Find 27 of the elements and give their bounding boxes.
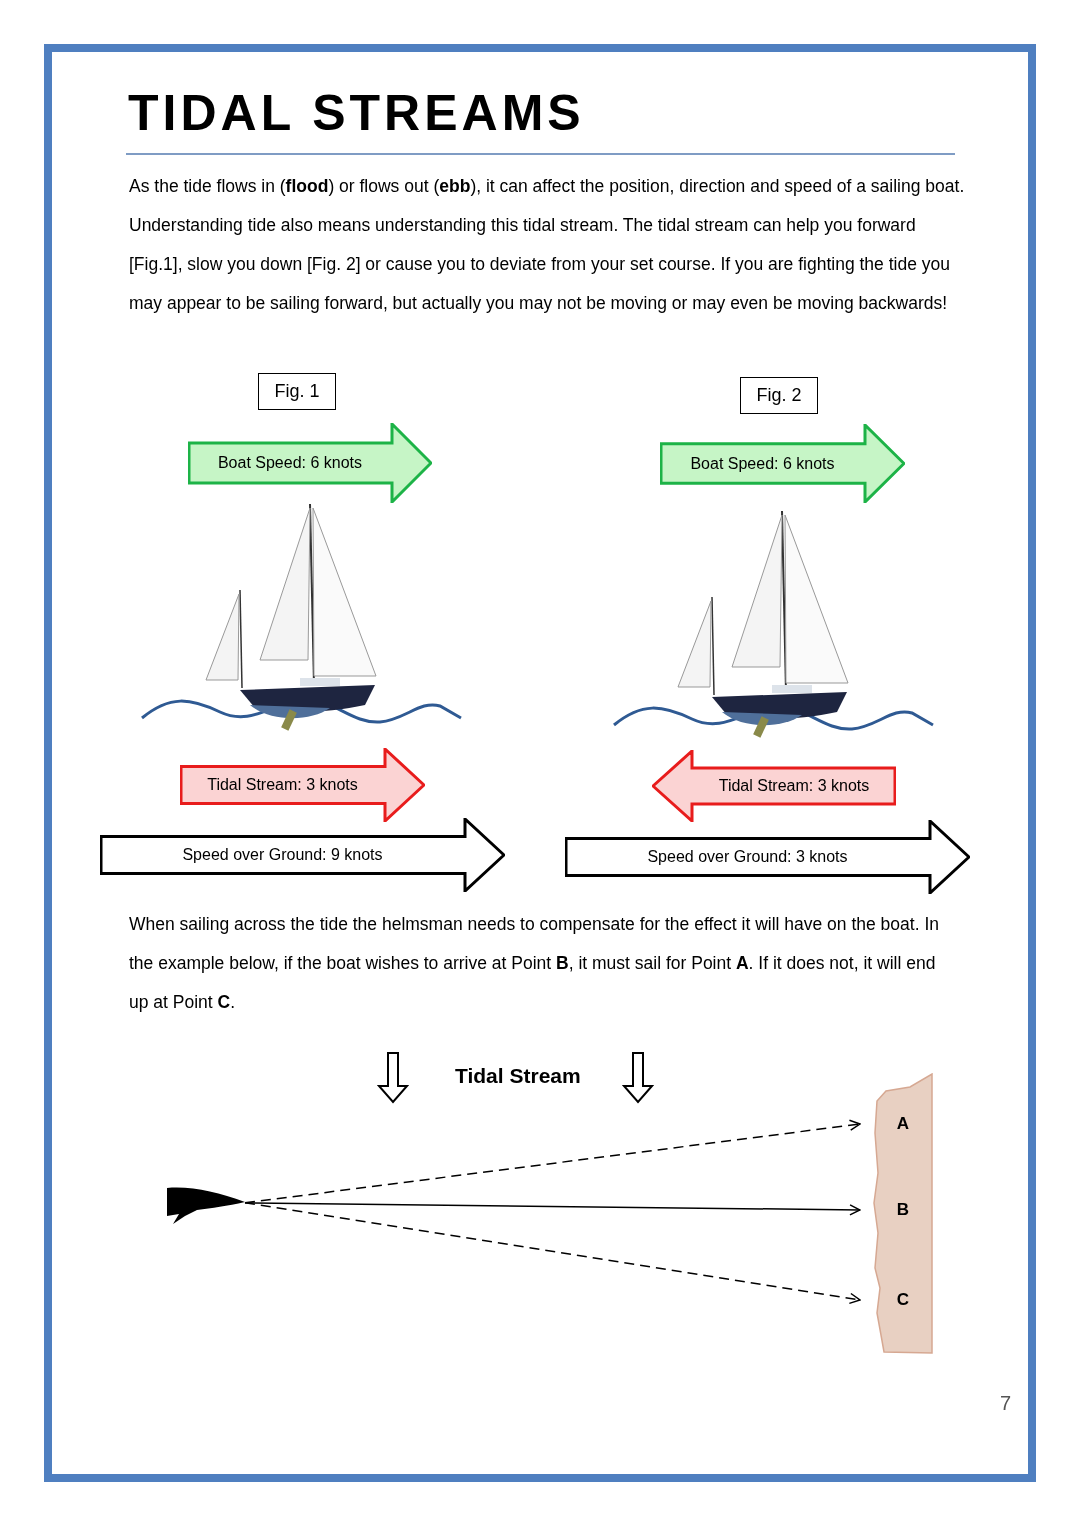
page-number: 7 (1000, 1391, 1012, 1416)
arrow-label: Boat Speed: 6 knots (690, 453, 836, 474)
ground-speed-arrow (565, 820, 970, 894)
intro-paragraph: As the tide flows in (flood) or flows out (ebb), it can affect the position, direction and speed of a sailing boat. Understanding tide also means understanding this tidal stream. The tidal stream can help you forward [Fig.1], slow you down [Fig. 2] or cause you to deviate from your set course. If you are fighting the tide you may appear to be sailing forward, but actually you may not be moving or may even be moving backwards! (129, 175, 966, 315)
shoreline-drawing (872, 1073, 934, 1354)
arrow-label: Tidal Stream: 3 knots (207, 775, 359, 795)
explanation-paragraph: When sailing across the tide the helmsman needs to compensate for the effect it will have on the boat. In the example below, if the boat wishes to arrive at Point B, it must sail for Point A. If it does not, it will end up at Point C. (129, 913, 940, 1014)
figure-label: Fig. 2 (756, 384, 802, 407)
arrow-label: Speed over Ground: 9 knots (182, 845, 384, 865)
boat-silhouette (167, 1186, 245, 1226)
page-title: TIDAL STREAMS (128, 88, 585, 138)
tidal-stream-label: Tidal Stream (455, 1063, 581, 1089)
figure-label: Fig. 1 (274, 380, 320, 403)
boat-speed-arrow (188, 423, 432, 503)
tidal-stream-arrow (180, 748, 425, 822)
point-label: B (896, 1199, 910, 1222)
tidal-stream-arrow (652, 750, 896, 822)
figure-label-box (740, 377, 818, 414)
arrow-label: Tidal Stream: 3 knots (717, 776, 870, 796)
ground-speed-arrow (100, 818, 505, 892)
boat-speed-arrow (660, 424, 905, 503)
figure-label-box (258, 373, 336, 410)
arrow-label: Boat Speed: 6 knots (217, 453, 364, 473)
point-label: C (896, 1289, 910, 1312)
arrow-label: Speed over Ground: 3 knots (647, 847, 849, 867)
point-label: A (896, 1113, 910, 1136)
course-arrow (244, 1202, 861, 1305)
